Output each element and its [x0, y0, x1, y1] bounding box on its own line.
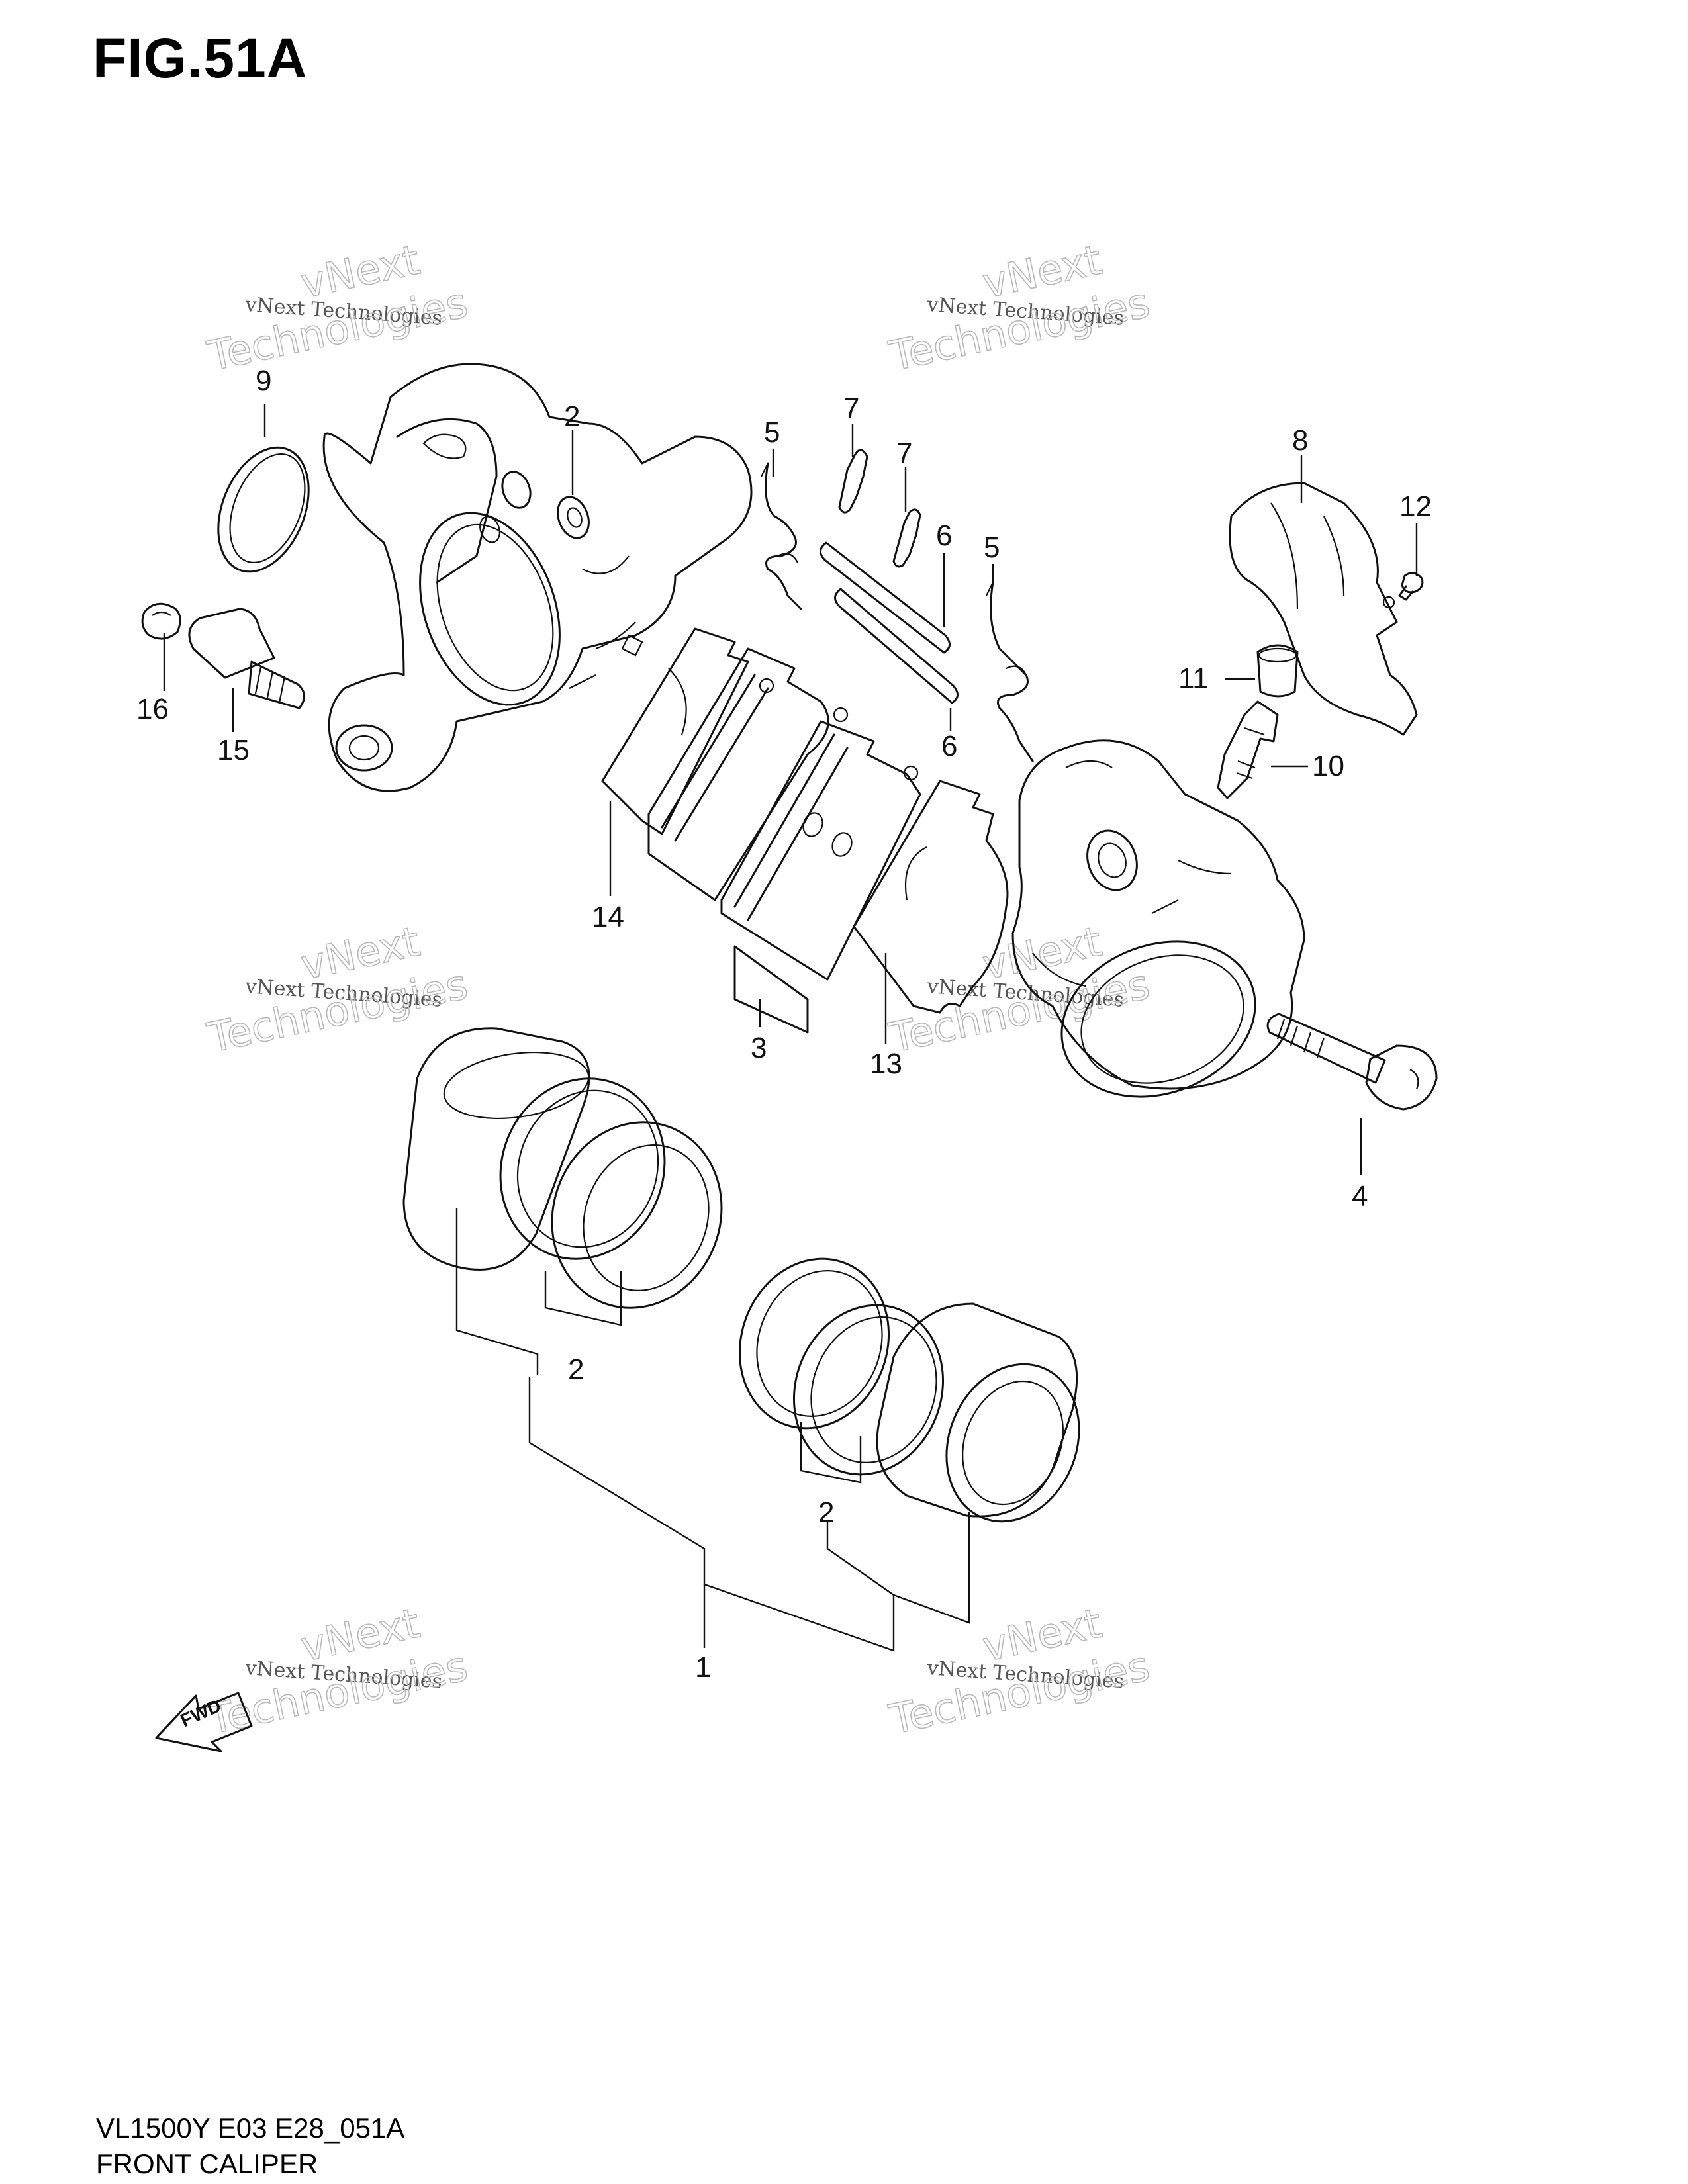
callout-7-first: 7	[843, 392, 859, 425]
callout-5-left: 5	[764, 416, 780, 449]
part-14-shim	[601, 627, 749, 835]
part-10-bleeder-valve	[1217, 700, 1279, 799]
leader-lines	[163, 404, 1418, 1652]
callout-4: 4	[1352, 1180, 1368, 1212]
watermark-tile: vNext vNext Technologies Technologies	[884, 917, 1154, 1063]
callout-6-lower: 6	[941, 730, 957, 762]
callout-13: 13	[870, 1048, 902, 1080]
part-6-pin-lower	[834, 588, 959, 704]
part-13-shim	[853, 780, 1009, 1014]
part-5-spring-left	[761, 462, 802, 610]
piston-left	[402, 1027, 590, 1271]
watermark-tile: vNext vNext Technologies Technologies	[203, 235, 472, 381]
part-9-cap	[217, 446, 310, 573]
part-7-clip-1	[838, 449, 868, 514]
callout-labels: 9 2 5 7 7 6 5 6 8 12 11 10 16 15 14 3 13…	[136, 365, 1432, 1684]
callout-9: 9	[256, 365, 271, 397]
callout-11: 11	[1178, 662, 1209, 695]
callout-8: 8	[1292, 424, 1308, 457]
callout-2-top: 2	[564, 400, 580, 433]
part-12-screw	[1398, 572, 1424, 601]
seal-ring-left-2	[551, 1121, 723, 1309]
part-11-cap	[1256, 644, 1299, 698]
callout-15: 15	[217, 734, 250, 766]
callout-16: 16	[136, 693, 169, 725]
part-7-clip-2	[892, 508, 921, 568]
part-5-spring-right	[986, 581, 1034, 762]
part-6-pin-upper	[820, 541, 951, 654]
footer-model-code: VL1500Y E03 E28_051A	[96, 2113, 405, 2144]
seal-ring-right-1	[738, 1257, 890, 1430]
watermark-group: vNext vNext Technologies Technologies vN…	[203, 235, 1154, 1745]
watermark-tile: vNext vNext Technologies Technologies	[203, 1598, 472, 1745]
callout-1: 1	[695, 1651, 711, 1684]
figure-title: FIG.51A	[93, 27, 308, 89]
callout-6-upper: 6	[936, 520, 952, 552]
callout-14: 14	[592, 901, 624, 933]
caliper-body-left	[322, 363, 753, 792]
part-4-bolt	[1266, 1013, 1438, 1111]
callout-12: 12	[1399, 490, 1432, 523]
seal-ring-left-1	[499, 1077, 666, 1260]
part-3-brake-pads	[647, 647, 921, 1034]
piston-right	[876, 1302, 1080, 1523]
caliper-body-right	[1011, 739, 1305, 1098]
callout-10: 10	[1312, 750, 1344, 782]
part-15-bolt	[188, 608, 305, 709]
watermark-tile: vNext vNext Technologies Technologies	[203, 917, 472, 1063]
part-16-cap	[141, 602, 181, 640]
callout-7-second: 7	[896, 437, 912, 470]
footer-figure-name: FRONT CALIPER	[96, 2148, 318, 2179]
watermark-tile: vNext vNext Technologies Technologies	[884, 1598, 1154, 1745]
watermark-tile: vNext vNext Technologies Technologies	[884, 235, 1154, 381]
part-2-seal-top	[557, 496, 590, 539]
callout-5-right: 5	[984, 531, 1000, 564]
callout-3: 3	[751, 1032, 767, 1064]
callout-2-left: 2	[568, 1353, 584, 1386]
callout-2-right: 2	[818, 1496, 834, 1529]
part-8-cover	[1229, 482, 1418, 736]
seal-ring-right-2	[792, 1304, 945, 1476]
